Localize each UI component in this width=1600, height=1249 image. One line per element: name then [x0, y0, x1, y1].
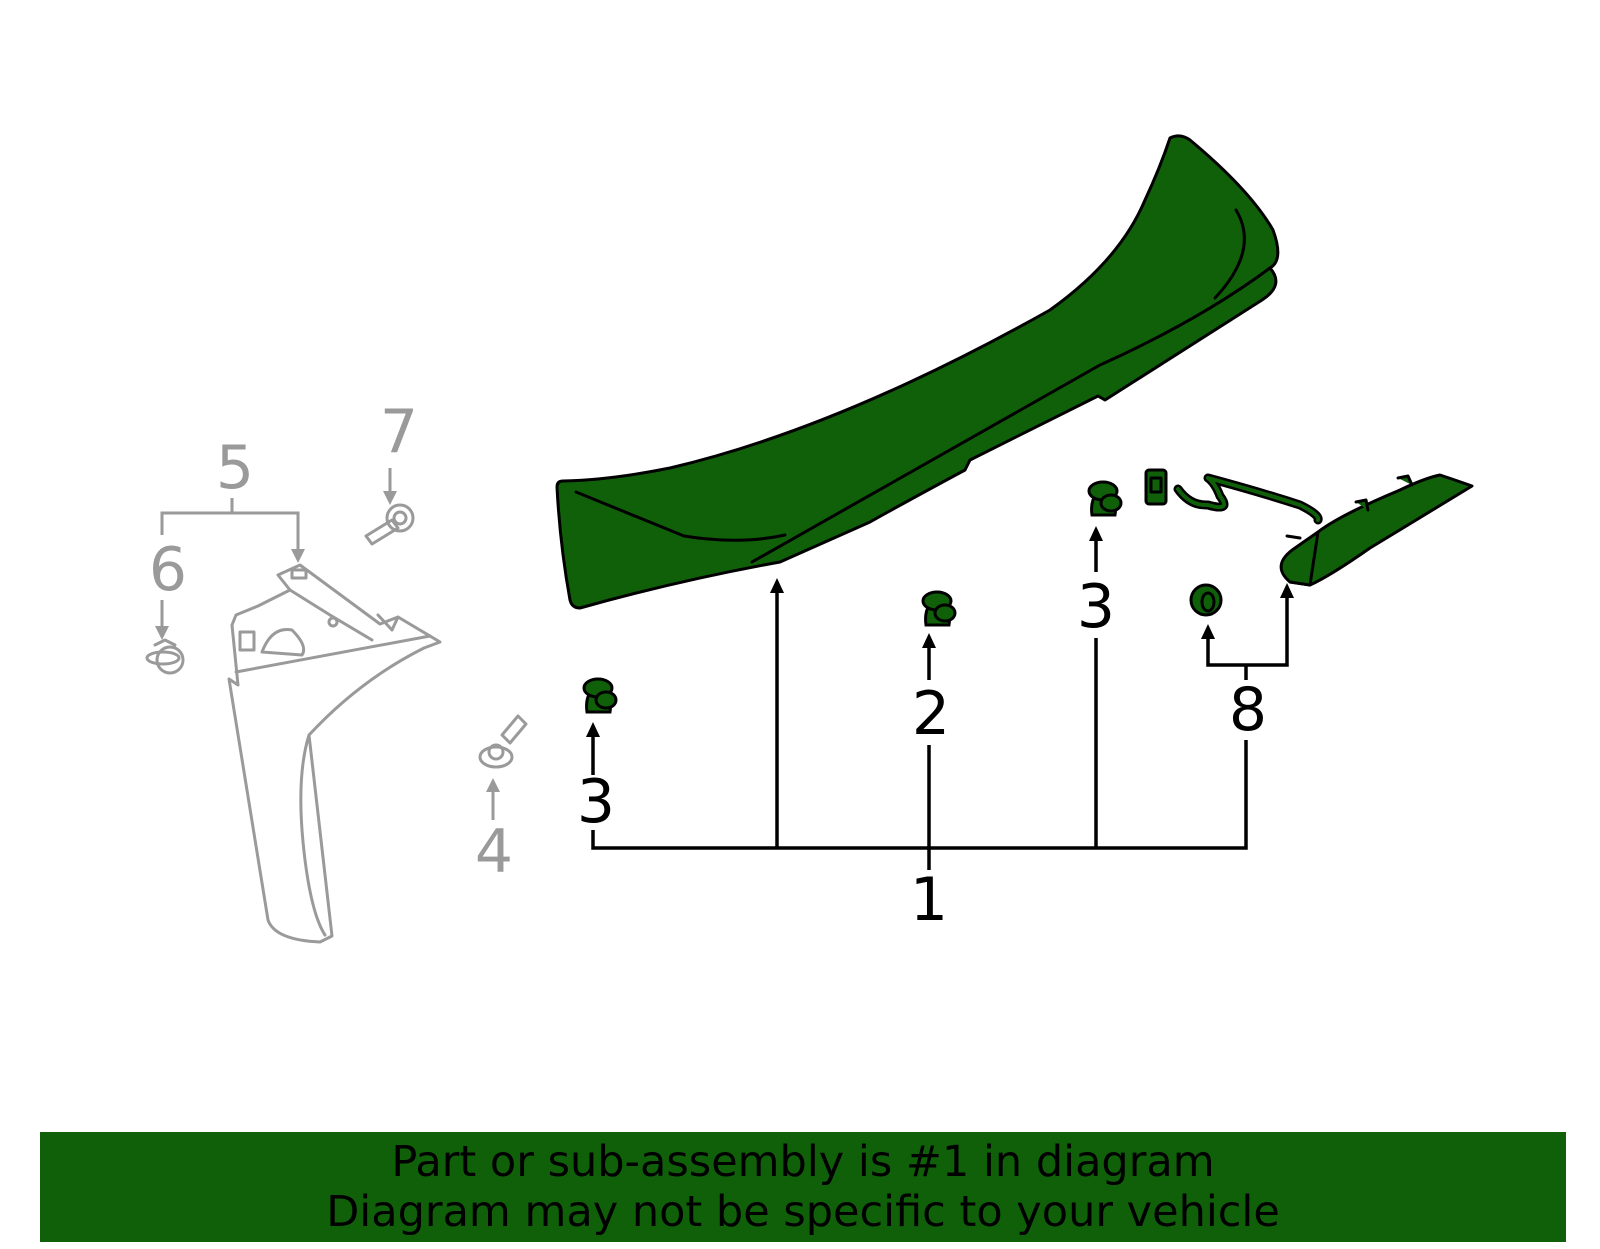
arrowheads [586, 526, 1294, 737]
banner-line-2: Diagram may not be specific to your vehi… [326, 1187, 1280, 1237]
pillar-trim-panel [227, 563, 442, 944]
bolt-7 [364, 503, 415, 546]
banner-line-1: Part or sub-assembly is #1 in diagram [391, 1137, 1215, 1187]
leaders [591, 538, 1289, 870]
ghost-parts [145, 503, 528, 944]
pillar-trim-slot [290, 568, 308, 580]
callout-6: 6 [149, 535, 187, 605]
lamp-harness-wire [1173, 473, 1323, 525]
callout-8: 8 [1229, 675, 1267, 745]
clip-6 [145, 638, 185, 675]
info-banner: Part or sub-assembly is #1 in diagram Di… [40, 1132, 1566, 1242]
callout-3-left: 3 [577, 767, 615, 837]
spoiler-end-crease [1213, 208, 1246, 300]
screw-4 [478, 714, 528, 769]
pillar-trim-tab [238, 630, 256, 652]
ghost-arrowheads [155, 491, 500, 792]
spoiler-body [555, 134, 1280, 610]
pillar-trim-window [260, 627, 306, 657]
grommet-8 [1189, 583, 1223, 617]
spoiler-under-edge [574, 490, 787, 542]
callout-2: 2 [912, 679, 950, 749]
clip-3-left [582, 677, 618, 714]
leader-8-bracket [1206, 595, 1289, 680]
spoiler-assembly [555, 134, 1474, 610]
pillar-trim-edge [234, 634, 432, 674]
callout-7: 7 [380, 397, 418, 467]
callout-labels: 1 2 3 3 8 4 5 6 7 [149, 397, 1267, 935]
stop-lamp-body [1288, 473, 1474, 587]
callout-3-right: 3 [1077, 572, 1115, 642]
pillar-trim-hole [327, 616, 339, 628]
stop-lamp-tabs [1285, 474, 1414, 540]
pillar-trim-notch [376, 613, 400, 632]
spoiler-lower-lip [750, 266, 1272, 564]
pillar-trim-inner-curve [299, 733, 327, 937]
clip-2 [921, 590, 957, 627]
leader-bracket-1 [591, 740, 1248, 850]
pillar-trim-ridge [288, 588, 374, 642]
ghost-leaders [160, 468, 495, 820]
spoiler-clips [582, 480, 1223, 714]
lamp-connector-latch [1149, 476, 1163, 494]
clip-3-right [1087, 480, 1123, 517]
callout-1: 1 [910, 865, 948, 935]
callout-5: 5 [216, 433, 254, 503]
lamp-harness-wire-core [1176, 476, 1321, 522]
callout-4: 4 [475, 817, 513, 887]
stop-lamp-lens [1279, 530, 1320, 587]
